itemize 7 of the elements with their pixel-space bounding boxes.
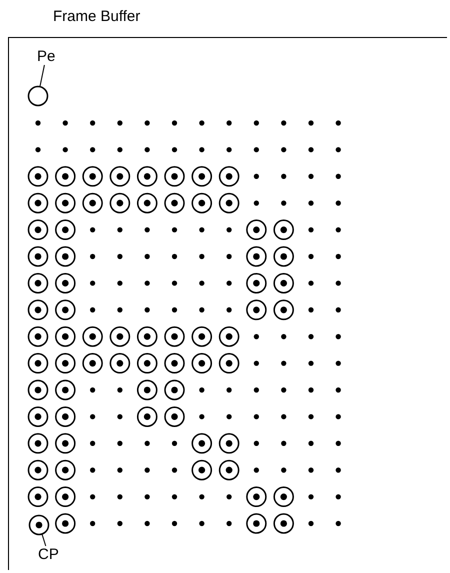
leader-line [42,534,46,546]
leader-line [40,64,45,87]
panel-title: Frame Buffer [53,8,140,25]
empty-pixel-circle [27,85,49,107]
callout-label: CP [38,546,59,563]
circled-pixel-dot [28,514,50,536]
callout-label: Pe [37,48,56,65]
